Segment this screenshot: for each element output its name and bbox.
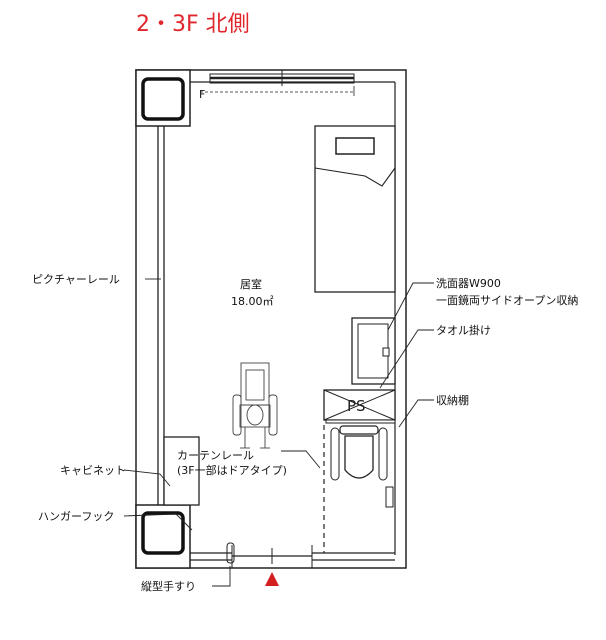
plan-title: 2・3F 北側: [136, 12, 250, 37]
window: [200, 70, 355, 96]
label-picture-rail: ピクチャーレール: [32, 273, 120, 286]
ps-label: PS: [347, 397, 366, 415]
label-washbasin: 洗面器W900: [436, 277, 501, 290]
bed: [314, 125, 396, 293]
window-mark: F: [199, 88, 205, 101]
wheelchair-icon: [232, 362, 278, 449]
label-vertical-handrail: 縦型手すり: [141, 579, 196, 593]
ps-shaft: [323, 389, 396, 421]
cabinet: [163, 436, 200, 506]
room-area: 18.00㎡: [231, 295, 274, 308]
toilet: [325, 419, 396, 508]
label-storage-shelf: 収納棚: [436, 393, 469, 407]
entrance-door: [226, 542, 313, 568]
leader-lines: [123, 278, 434, 587]
room-name: 居室: [240, 277, 262, 291]
entrance-arrow: [265, 572, 279, 586]
label-curtain-rail: カーテンレール: [177, 449, 254, 462]
label-curtain-rail-note: (3F一部はドアタイプ): [177, 463, 287, 477]
label-washbasin-storage: 一面鏡両サイドオープン収納: [436, 293, 578, 307]
label-hanger-hook: ハンガーフック: [38, 510, 114, 523]
label-towel-hanger: タオル掛け: [436, 323, 491, 337]
column-top-left: [135, 69, 191, 127]
washbasin: [351, 317, 396, 385]
label-cabinet: キャビネット: [60, 464, 126, 477]
